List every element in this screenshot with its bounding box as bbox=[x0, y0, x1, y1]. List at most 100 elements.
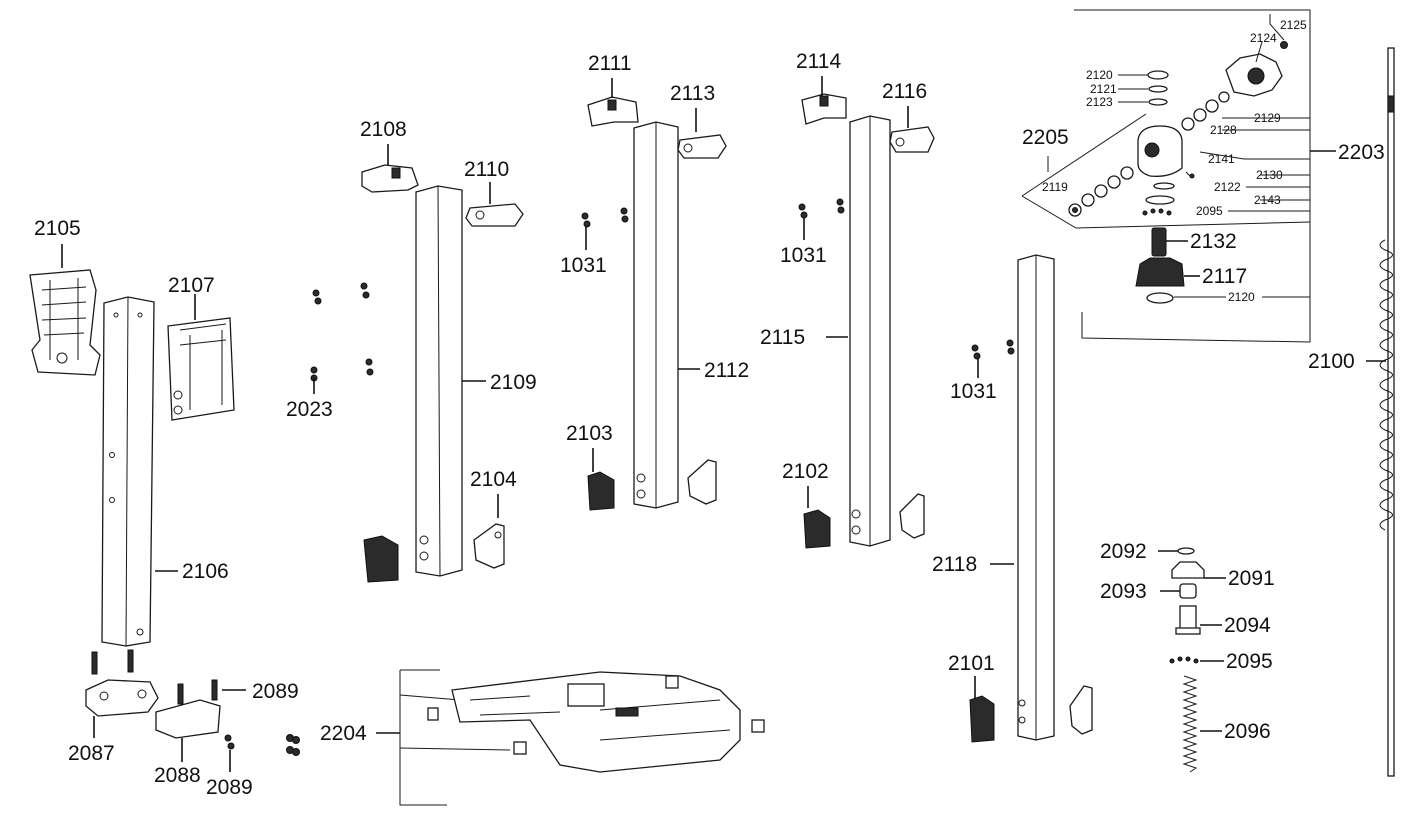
label-2089-a: 2089 bbox=[252, 680, 299, 703]
part-2091-nut bbox=[1171, 561, 1205, 579]
label-2124: 2124 bbox=[1250, 31, 1277, 45]
part-1031-screws-c bbox=[971, 339, 1015, 360]
label-2120-top: 2120 bbox=[1086, 68, 1113, 82]
part-2107-bracket bbox=[167, 317, 235, 421]
part-housing bbox=[1137, 125, 1183, 177]
part-2116-clamp bbox=[889, 126, 935, 153]
label-2114: 2114 bbox=[796, 50, 841, 73]
label-2117: 2117 bbox=[1202, 265, 1247, 288]
part-bracket-left-col2 bbox=[363, 535, 399, 583]
label-2104: 2104 bbox=[470, 468, 517, 491]
part-2087-clamp-base bbox=[85, 649, 159, 717]
label-2115: 2115 bbox=[760, 326, 805, 349]
part-2096-spring bbox=[1182, 675, 1198, 773]
label-2103: 2103 bbox=[566, 422, 613, 445]
assembly-2203-frame bbox=[1074, 9, 1336, 343]
label-2203: 2203 bbox=[1338, 141, 1385, 164]
label-2094: 2094 bbox=[1224, 614, 1271, 637]
label-2205: 2205 bbox=[1022, 126, 1069, 149]
part-bracket-right-col3 bbox=[687, 459, 717, 505]
part-2106-tube bbox=[101, 296, 155, 647]
part-2112-tube bbox=[633, 121, 679, 509]
label-1031-b: 1031 bbox=[780, 244, 827, 267]
part-2093-bushing bbox=[1179, 583, 1197, 599]
label-2096: 2096 bbox=[1224, 720, 1271, 743]
label-2112: 2112 bbox=[704, 359, 749, 382]
part-2108-clamp bbox=[361, 164, 419, 193]
label-2130: 2130 bbox=[1256, 168, 1283, 182]
label-2123: 2123 bbox=[1086, 95, 1113, 109]
label-2122: 2122 bbox=[1214, 180, 1241, 194]
part-1031-screws-b bbox=[798, 198, 845, 219]
part-1031-screws-a bbox=[581, 207, 629, 228]
label-2128: 2128 bbox=[1210, 123, 1237, 137]
part-2115-tube bbox=[849, 115, 891, 547]
part-2128-2129-washers bbox=[1181, 91, 1230, 131]
part-2094-sleeve bbox=[1175, 605, 1201, 635]
label-2092: 2092 bbox=[1100, 540, 1147, 563]
label-2113: 2113 bbox=[670, 82, 715, 105]
part-2092-washer bbox=[1177, 547, 1195, 555]
part-2205-washer-stack bbox=[1021, 113, 1311, 229]
part-2101-bracket bbox=[969, 695, 995, 743]
leader-lines bbox=[61, 14, 1386, 772]
label-2089-b: 2089 bbox=[206, 776, 253, 799]
label-2125: 2125 bbox=[1280, 18, 1307, 32]
label-2102: 2102 bbox=[782, 460, 829, 483]
label-2106: 2106 bbox=[182, 560, 229, 583]
part-2089-screws bbox=[224, 734, 300, 756]
part-2204-base bbox=[376, 669, 765, 806]
part-labels: 2105 2107 2106 2108 2110 2109 2023 2104 … bbox=[34, 18, 1385, 799]
label-2088: 2088 bbox=[154, 764, 201, 787]
part-2103-bracket bbox=[587, 471, 615, 511]
part-2104-bracket bbox=[473, 523, 505, 569]
part-2109-tube bbox=[415, 185, 463, 577]
part-2122-2143-2095-small bbox=[1142, 173, 1195, 216]
part-2120-bottom-nut bbox=[1146, 292, 1174, 304]
part-2088-bracket bbox=[155, 679, 221, 739]
part-2095-screws-b bbox=[1169, 656, 1199, 664]
label-2100: 2100 bbox=[1308, 350, 1355, 373]
label-2120-bottom: 2120 bbox=[1228, 290, 1255, 304]
label-2119: 2119 bbox=[1042, 180, 1068, 194]
label-2132: 2132 bbox=[1190, 230, 1237, 253]
part-2113-clamp bbox=[677, 134, 727, 159]
label-2087: 2087 bbox=[68, 742, 115, 765]
part-bracket-right-col4 bbox=[899, 493, 925, 539]
part-2111-clamp bbox=[587, 96, 639, 127]
part-2117-adapter bbox=[1135, 257, 1185, 287]
label-2093: 2093 bbox=[1100, 580, 1147, 603]
label-2141: 2141 bbox=[1208, 152, 1235, 166]
part-2023-screws bbox=[310, 282, 374, 382]
label-2091: 2091 bbox=[1228, 567, 1275, 590]
label-2118: 2118 bbox=[932, 553, 977, 576]
label-2204: 2204 bbox=[320, 722, 367, 745]
label-2143: 2143 bbox=[1254, 193, 1281, 207]
label-2108: 2108 bbox=[360, 118, 407, 141]
part-2105-bracket bbox=[29, 269, 101, 376]
label-2116: 2116 bbox=[882, 80, 927, 103]
label-2111: 2111 bbox=[588, 52, 632, 75]
part-2118-tube bbox=[1017, 254, 1055, 741]
part-2110-clamp bbox=[465, 203, 524, 227]
label-2107: 2107 bbox=[168, 274, 215, 297]
label-2101: 2101 bbox=[948, 652, 995, 675]
part-bracket-right-col5 bbox=[1069, 685, 1093, 735]
label-2109: 2109 bbox=[490, 371, 537, 394]
label-2023: 2023 bbox=[286, 398, 333, 421]
part-2120-2123-nuts bbox=[1147, 70, 1169, 106]
label-2095-b: 2095 bbox=[1226, 650, 1273, 673]
part-2100-rod-spring bbox=[1379, 47, 1395, 777]
label-2121: 2121 bbox=[1090, 82, 1117, 96]
label-2110: 2110 bbox=[464, 158, 509, 181]
part-2132-threaded-stud bbox=[1151, 227, 1167, 257]
label-2129: 2129 bbox=[1254, 111, 1281, 125]
part-2114-clamp bbox=[801, 93, 847, 125]
part-2124-knob bbox=[1225, 41, 1288, 97]
label-2095-top: 2095 bbox=[1196, 204, 1223, 218]
part-2102-bracket bbox=[803, 509, 831, 549]
label-1031-c: 1031 bbox=[950, 380, 997, 403]
label-1031-a: 1031 bbox=[560, 254, 607, 277]
label-2105: 2105 bbox=[34, 217, 81, 240]
